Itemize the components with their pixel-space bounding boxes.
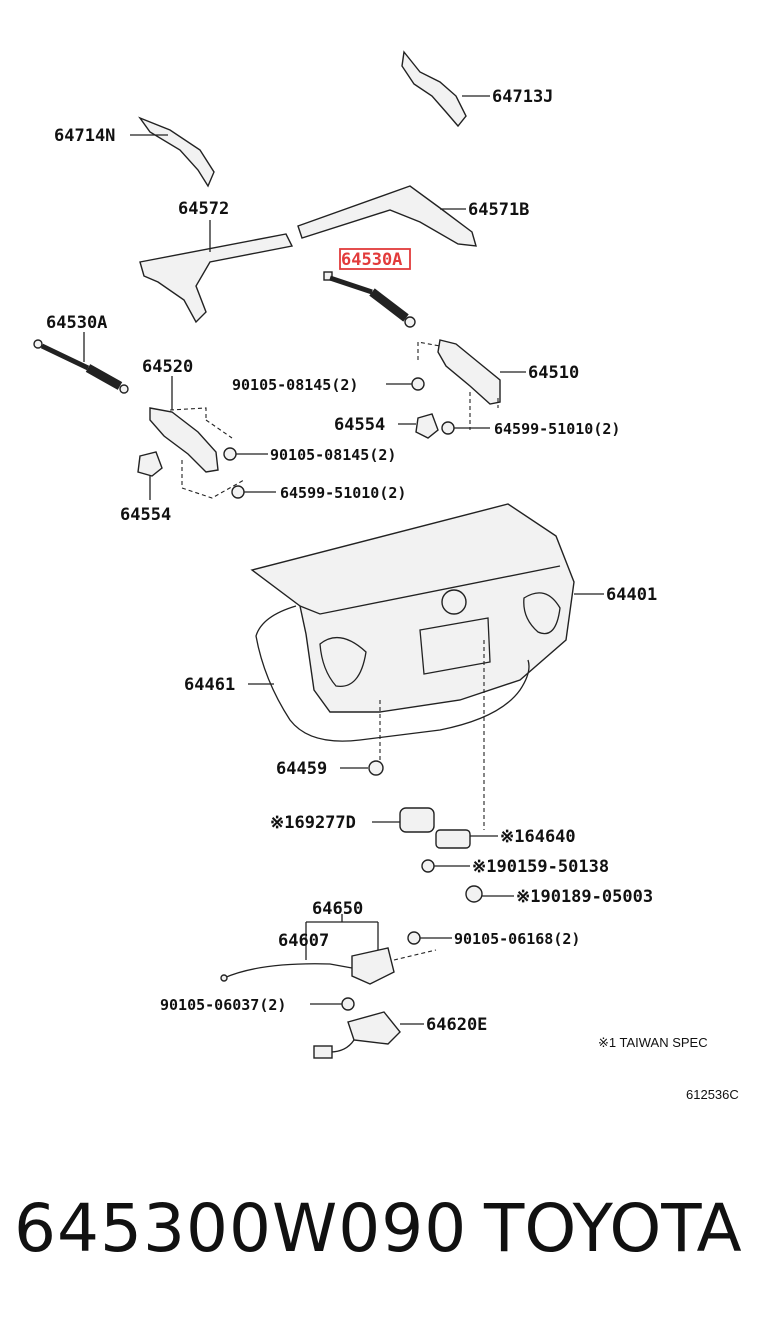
part-64530a-left xyxy=(33,332,129,394)
part-number: 645300W090 xyxy=(14,1190,468,1267)
label-64599-51010-b: 64599-51010(2) xyxy=(280,484,406,502)
label-90105-08145-a: 90105-08145(2) xyxy=(232,376,358,394)
bolt-90105-06037 xyxy=(310,997,355,1011)
part-64713j xyxy=(401,50,490,128)
bolt-90105-08145-b xyxy=(223,447,268,461)
bolt-64599-51010-b xyxy=(231,485,276,499)
label-64714n: 64714N xyxy=(54,126,115,146)
part-64572 xyxy=(139,220,294,324)
part-64607 xyxy=(220,963,353,982)
highlight-box xyxy=(339,248,411,270)
part-64554-mid xyxy=(398,413,439,439)
label-64713j: 64713J xyxy=(492,87,553,107)
label-64554-mid: 64554 xyxy=(334,415,385,435)
part-64459 xyxy=(340,700,384,776)
bolt-90159-50138 xyxy=(421,859,470,873)
part-64510 xyxy=(417,339,526,430)
label-64461: 64461 xyxy=(184,675,235,695)
label-64571b: 64571B xyxy=(468,200,529,220)
label-64640: ※164640 xyxy=(500,827,576,847)
label-64607: 64607 xyxy=(278,931,329,951)
label-64650: 64650 xyxy=(312,899,363,919)
figure-code: 612536C xyxy=(686,1087,739,1102)
part-64640 xyxy=(435,829,498,849)
part-64620e xyxy=(313,1011,424,1059)
label-90105-08145-b: 90105-08145(2) xyxy=(270,446,396,464)
label-64530a-top: 64530A xyxy=(341,250,402,270)
label-90189-05003: ※190189-05003 xyxy=(516,887,653,907)
part-64461 xyxy=(248,605,530,742)
part-64530a-top xyxy=(323,271,416,328)
label-64620e: 64620E xyxy=(426,1015,487,1035)
label-90159-50138: ※190159-50138 xyxy=(472,857,609,877)
part-64714n xyxy=(130,116,215,188)
label-64401: 64401 xyxy=(606,585,657,605)
part-64401 xyxy=(250,503,604,713)
bolt-90105-08145-a xyxy=(386,377,425,391)
label-64510: 64510 xyxy=(528,363,579,383)
label-64572: 64572 xyxy=(178,199,229,219)
bolt-90105-06168 xyxy=(407,931,452,945)
spec-note: ※1 TAIWAN SPEC xyxy=(598,1035,708,1050)
label-64599-51010-a: 64599-51010(2) xyxy=(494,420,620,438)
part-64520 xyxy=(149,376,245,499)
part-69277d xyxy=(372,807,435,833)
label-64554-left: 64554 xyxy=(120,505,171,525)
nut-90189-05003 xyxy=(465,885,514,903)
part-64650 xyxy=(305,914,437,985)
label-64530a-left: 64530A xyxy=(46,313,107,333)
label-90105-06037: 90105-06037(2) xyxy=(160,996,286,1014)
parts-diagram: 64713J 64714N 64572 64571B 64530A 64530A xyxy=(33,50,739,1102)
part-64554-left xyxy=(137,451,163,500)
label-90105-06168: 90105-06168(2) xyxy=(454,930,580,948)
label-69277d: ※169277D xyxy=(270,813,356,833)
label-64459: 64459 xyxy=(276,759,327,779)
part-64571b xyxy=(297,185,477,247)
brand-name: TOYOTA xyxy=(484,1190,742,1267)
bolt-64599-51010-a xyxy=(441,421,490,435)
label-64520: 64520 xyxy=(142,357,193,377)
